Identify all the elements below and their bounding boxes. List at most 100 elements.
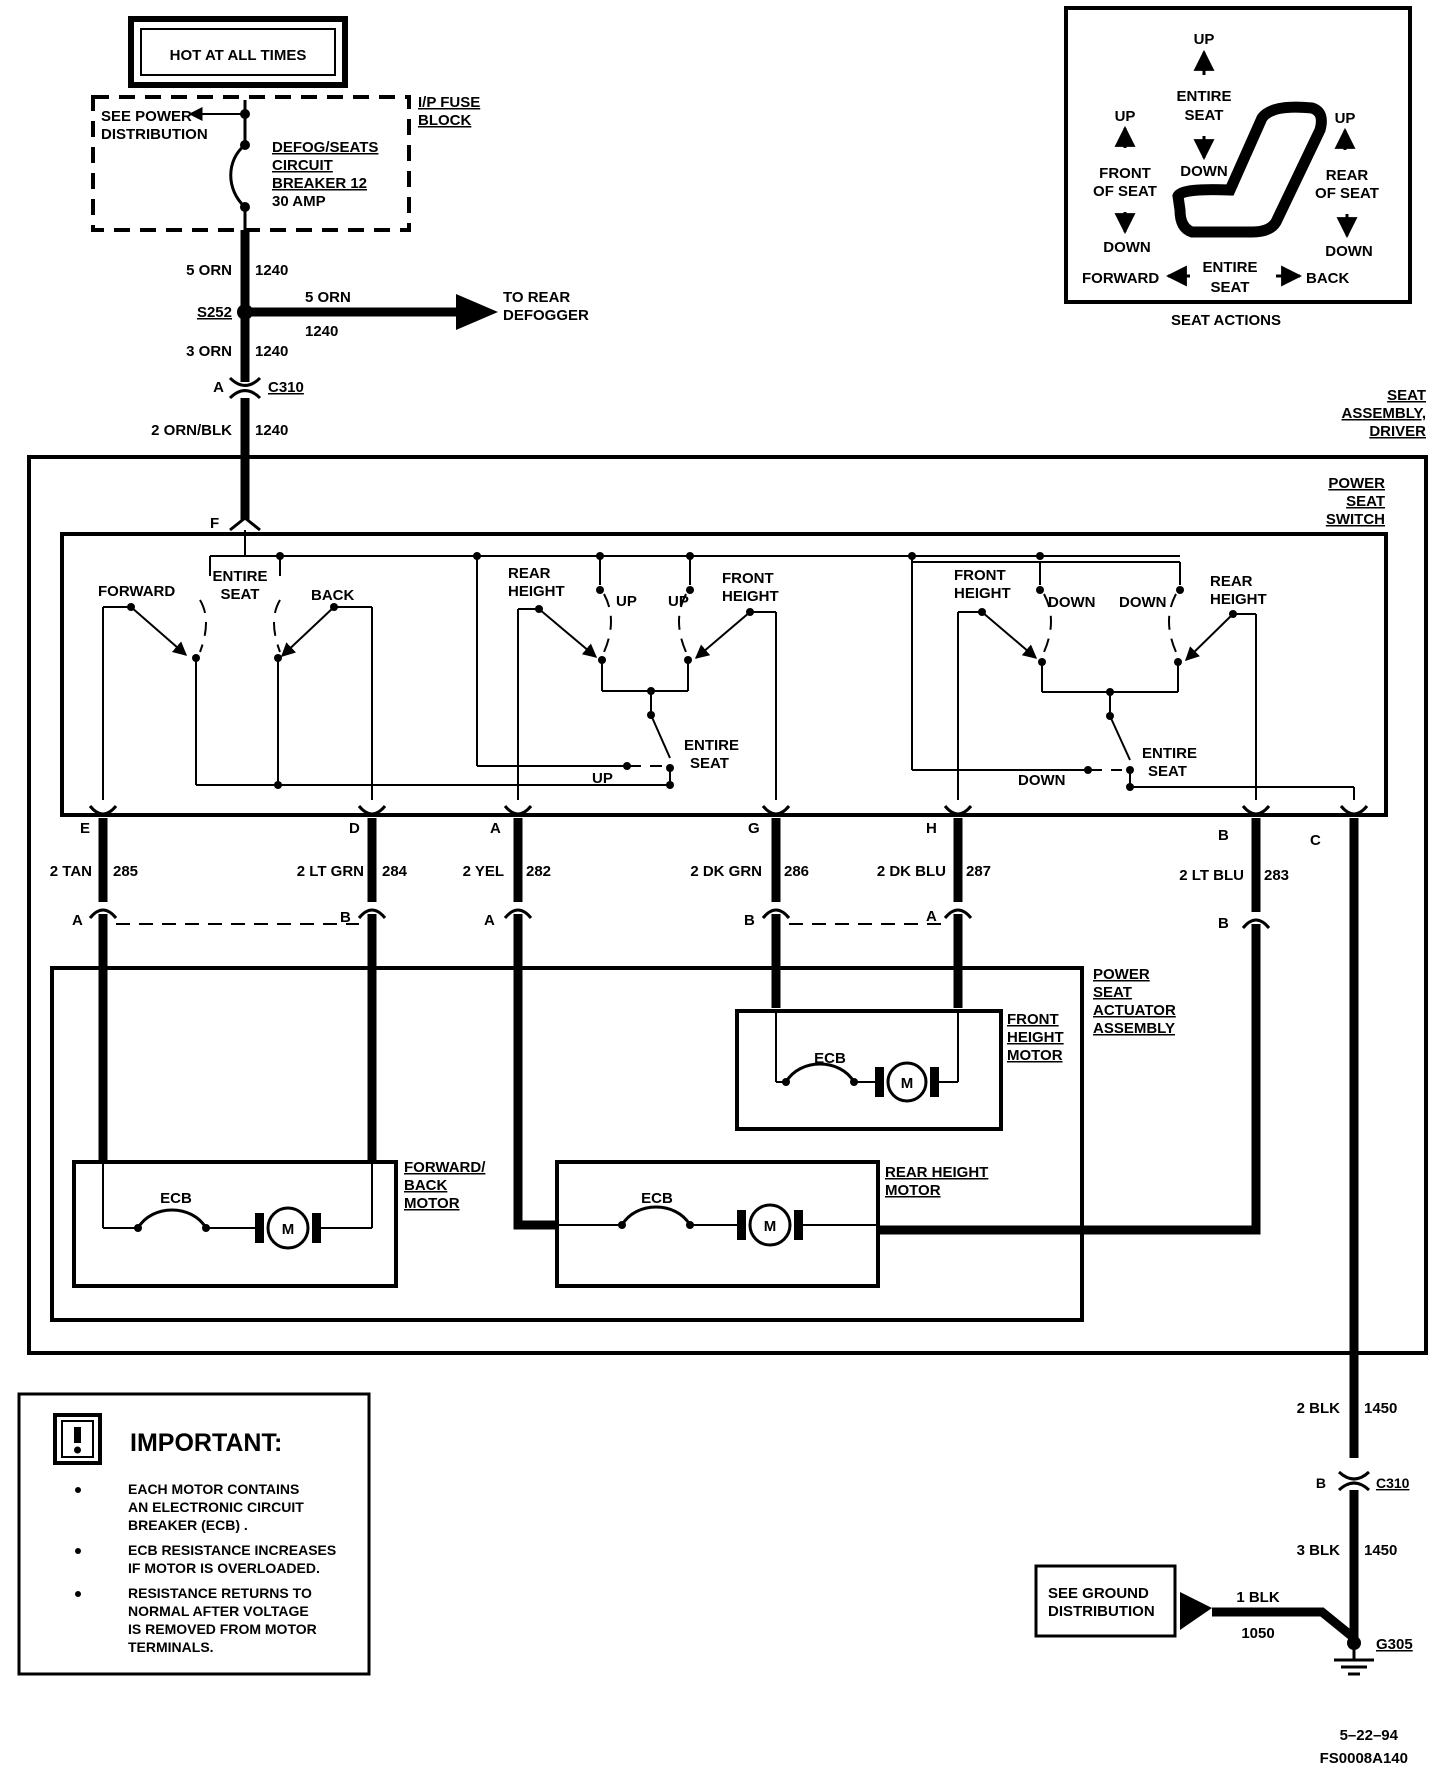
hot-label: HOT AT ALL TIMES — [170, 47, 307, 64]
c310-label: C310 — [268, 379, 304, 396]
svg-text:DOWN: DOWN — [1103, 239, 1151, 256]
svg-text:B: B — [1316, 1475, 1326, 1491]
svg-text:C: C — [1310, 832, 1321, 849]
svg-text:F: F — [210, 515, 219, 532]
breaker-line-3: BREAKER 12 — [272, 175, 367, 192]
svg-text:2 DK BLU: 2 DK BLU — [877, 863, 946, 880]
svg-text:A: A — [484, 912, 495, 929]
footer-date: 5–22–94 — [1340, 1727, 1399, 1744]
seat-actions-caption: SEAT ACTIONS — [1171, 312, 1281, 329]
svg-text:EACH MOTOR CONTAINS: EACH MOTOR CONTAINS — [128, 1481, 299, 1497]
to-rear-1: TO REAR — [503, 289, 570, 306]
svg-text:SEAT: SEAT — [1211, 279, 1250, 296]
svg-text:283: 283 — [1264, 867, 1289, 884]
power-seat-actuator-assembly: POWER SEAT ACTUATOR ASSEMBLY FRONT HEIGH… — [50, 966, 1176, 1322]
svg-text:DISTRIBUTION: DISTRIBUTION — [1048, 1603, 1155, 1620]
front-height-motor: FRONT HEIGHT MOTOR ECB M — [735, 1009, 1064, 1131]
svg-text:REAR: REAR — [508, 565, 551, 582]
svg-text:SEAT: SEAT — [1346, 493, 1385, 510]
svg-text:FORWARD: FORWARD — [1082, 270, 1159, 287]
feed-w2-gauge: 3 ORN — [186, 343, 232, 360]
splice-label: S252 — [197, 304, 232, 321]
svg-text:2 BLK: 2 BLK — [1297, 1400, 1341, 1417]
important-note: IMPORTANT: EACH MOTOR CONTAINS AN ELECTR… — [17, 1392, 371, 1676]
svg-text:FRONT: FRONT — [1099, 165, 1151, 182]
svg-text:M: M — [282, 1221, 295, 1238]
svg-text:DOWN: DOWN — [1325, 243, 1373, 260]
svg-text:285: 285 — [113, 863, 138, 880]
svg-text:BREAKER (ECB) .: BREAKER (ECB) . — [128, 1517, 248, 1533]
breaker-line-2: CIRCUIT — [272, 157, 333, 174]
svg-text:B: B — [744, 912, 755, 929]
svg-text:SEAT: SEAT — [221, 586, 260, 603]
svg-text:MOTOR: MOTOR — [885, 1182, 941, 1199]
svg-text:2 LT GRN: 2 LT GRN — [297, 863, 364, 880]
c310-pin: A — [213, 379, 224, 396]
info-icon — [74, 1427, 81, 1454]
svg-text:287: 287 — [966, 863, 991, 880]
svg-text:ENTIRE: ENTIRE — [1202, 259, 1257, 276]
see-power-2: DISTRIBUTION — [101, 126, 208, 143]
branch-circuit: 1240 — [305, 323, 338, 340]
svg-text:DOWN: DOWN — [1180, 163, 1228, 180]
svg-text:1450: 1450 — [1364, 1400, 1397, 1417]
fuse-block-title-1: I/P FUSE — [418, 94, 480, 111]
svg-text:2 DK GRN: 2 DK GRN — [690, 863, 762, 880]
svg-text:DOWN: DOWN — [1119, 594, 1167, 611]
motor-symbol: M — [901, 1075, 914, 1092]
svg-text:MOTOR: MOTOR — [404, 1195, 460, 1212]
svg-text:ACTUATOR: ACTUATOR — [1093, 1002, 1176, 1019]
svg-text:UP: UP — [616, 593, 637, 610]
svg-text:2 TAN: 2 TAN — [50, 863, 92, 880]
feed-w3-circuit: 1240 — [255, 422, 288, 439]
svg-text:SEAT: SEAT — [1148, 763, 1187, 780]
svg-text:B: B — [1218, 915, 1229, 932]
svg-text:MOTOR: MOTOR — [1007, 1047, 1063, 1064]
seat-actions-legend: UP ENTIRE SEAT DOWN UP FRONT OF SEAT DOW… — [1064, 6, 1412, 329]
svg-text:UP: UP — [1335, 110, 1356, 127]
svg-text:B: B — [1218, 827, 1229, 844]
svg-text:G: G — [748, 820, 760, 837]
svg-text:G305: G305 — [1376, 1636, 1413, 1653]
breaker-line-4: 30 AMP — [272, 193, 326, 210]
svg-text:UP: UP — [1115, 108, 1136, 125]
svg-text:SEAT: SEAT — [1387, 387, 1426, 404]
svg-text:286: 286 — [784, 863, 809, 880]
feed-w2-circuit: 1240 — [255, 343, 288, 360]
svg-text:FORWARD: FORWARD — [98, 583, 175, 600]
feed-w1-circuit: 1240 — [255, 262, 288, 279]
svg-text:IF MOTOR IS OVERLOADED.: IF MOTOR IS OVERLOADED. — [128, 1560, 320, 1576]
svg-text:REAR HEIGHT: REAR HEIGHT — [885, 1164, 988, 1181]
svg-text:BACK: BACK — [404, 1177, 447, 1194]
svg-text:284: 284 — [382, 863, 408, 880]
svg-text:DRIVER: DRIVER — [1369, 423, 1426, 440]
svg-text:282: 282 — [526, 863, 551, 880]
svg-text:E: E — [80, 820, 90, 837]
important-title: IMPORTANT: — [130, 1429, 282, 1457]
svg-text:ENTIRE: ENTIRE — [1176, 88, 1231, 105]
svg-text:ECB: ECB — [641, 1190, 673, 1207]
svg-text:OF SEAT: OF SEAT — [1093, 183, 1157, 200]
svg-text:ECB RESISTANCE INCREASES: ECB RESISTANCE INCREASES — [128, 1542, 336, 1558]
svg-text:ECB: ECB — [160, 1190, 192, 1207]
svg-text:FRONT: FRONT — [722, 570, 774, 587]
svg-text:ENTIRE: ENTIRE — [1142, 745, 1197, 762]
feed-wire: 5 ORN 1240 S252 5 ORN 1240 TO REAR DEFOG… — [151, 230, 589, 520]
svg-text:DOWN: DOWN — [1048, 594, 1096, 611]
seat-assembly-driver: SEAT ASSEMBLY, DRIVER — [27, 387, 1428, 1355]
svg-text:IS REMOVED FROM MOTOR: IS REMOVED FROM MOTOR — [128, 1621, 317, 1637]
svg-text:ENTIRE: ENTIRE — [212, 568, 267, 585]
svg-text:1 BLK: 1 BLK — [1236, 1589, 1280, 1606]
svg-text:DOWN: DOWN — [1018, 772, 1066, 789]
svg-text:BACK: BACK — [311, 587, 354, 604]
svg-text:2 YEL: 2 YEL — [463, 863, 504, 880]
svg-text:UP: UP — [1194, 31, 1215, 48]
svg-text:SEE GROUND: SEE GROUND — [1048, 1585, 1149, 1602]
svg-text:3 BLK: 3 BLK — [1297, 1542, 1341, 1559]
forward-back-motor: FORWARD/ BACK MOTOR ECB M — [72, 1159, 486, 1288]
breaker-line-1: DEFOG/SEATS — [272, 139, 378, 156]
power-seat-switch: POWER SEAT SWITCH F FORWARD ENTIRE SEAT … — [60, 475, 1388, 817]
svg-text:SEAT: SEAT — [1093, 984, 1132, 1001]
svg-text:ASSEMBLY,: ASSEMBLY, — [1342, 405, 1426, 422]
svg-text:1450: 1450 — [1364, 1542, 1397, 1559]
